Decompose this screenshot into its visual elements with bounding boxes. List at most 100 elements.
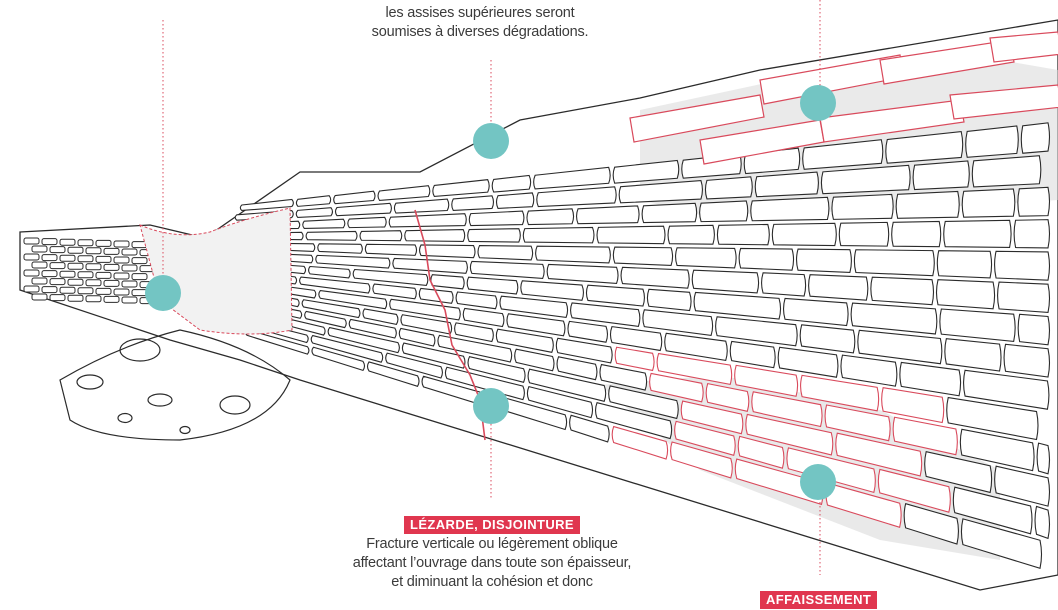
stone <box>42 271 57 277</box>
stone <box>60 239 75 245</box>
stone <box>962 189 1015 217</box>
tag-crack: LÉZARDE, DISJOINTURE <box>404 516 580 534</box>
stone <box>122 265 137 271</box>
stone <box>1018 314 1049 344</box>
stone <box>913 161 969 190</box>
stone <box>96 288 111 294</box>
stone <box>405 230 465 242</box>
caption-line: et diminuant la cohésion et donc <box>300 573 684 592</box>
stone <box>762 273 806 296</box>
caption-crack: LÉZARDE, DISJOINTURE Fracture verticale … <box>300 516 684 592</box>
stone <box>1004 344 1049 377</box>
stone <box>42 239 57 245</box>
stone <box>24 286 39 292</box>
stone <box>86 296 101 302</box>
fallen-stone <box>148 394 172 406</box>
stone <box>42 287 57 293</box>
stone <box>96 240 111 246</box>
stone <box>60 271 75 277</box>
stone <box>365 244 416 255</box>
stone <box>966 126 1019 157</box>
stone <box>96 256 111 262</box>
stone <box>86 280 101 286</box>
stone <box>797 249 852 272</box>
caption-line: les assises supérieures seront <box>330 4 630 23</box>
stone <box>1037 443 1049 474</box>
stone <box>306 231 357 240</box>
stone <box>772 223 836 245</box>
marker-top-courses <box>473 123 509 159</box>
stone <box>78 240 93 246</box>
stone <box>705 177 752 199</box>
stone <box>32 278 47 284</box>
stone <box>944 220 1011 247</box>
stone <box>68 295 83 301</box>
fallen-stone <box>118 414 132 423</box>
stone <box>755 172 818 197</box>
stone <box>348 217 386 227</box>
fallen-stone <box>77 375 103 389</box>
stone <box>613 247 672 265</box>
stone <box>577 206 640 224</box>
stone <box>1021 123 1049 153</box>
stone <box>936 280 994 309</box>
stone <box>42 255 57 261</box>
stone <box>527 209 574 225</box>
stone <box>24 270 39 276</box>
stone <box>60 287 75 293</box>
marker-coping <box>800 85 836 121</box>
stone <box>24 238 39 244</box>
stone <box>995 251 1050 280</box>
stone <box>122 297 137 303</box>
stone <box>892 221 941 246</box>
stone <box>1035 506 1049 538</box>
stone <box>96 272 111 278</box>
stone <box>717 224 769 244</box>
stone <box>642 203 697 222</box>
stone <box>523 227 594 242</box>
stone <box>303 219 345 228</box>
stone <box>104 296 119 302</box>
stone <box>536 246 611 263</box>
stone <box>832 194 893 219</box>
stone <box>132 258 147 264</box>
stone <box>122 281 137 287</box>
stone <box>360 231 402 241</box>
stone <box>114 241 129 247</box>
stone <box>676 248 737 268</box>
stone <box>1018 187 1050 216</box>
stone <box>68 279 83 285</box>
stone <box>871 277 934 305</box>
stone <box>86 248 101 254</box>
stone <box>32 246 47 252</box>
stone <box>972 156 1041 187</box>
stone <box>692 270 758 293</box>
stone <box>809 275 868 301</box>
caption-line: soumises à diverses dégradations. <box>330 23 630 42</box>
stone <box>104 264 119 270</box>
stone <box>700 201 748 222</box>
stone <box>86 264 101 270</box>
stone <box>114 289 129 295</box>
stone <box>496 193 533 208</box>
stone <box>114 257 129 263</box>
stone <box>668 225 714 244</box>
stone <box>32 294 47 300</box>
stone <box>839 222 888 246</box>
stone <box>132 274 147 280</box>
stone <box>60 255 75 261</box>
stone <box>50 279 65 285</box>
stone <box>78 256 93 262</box>
stone <box>937 251 991 278</box>
stone <box>468 229 521 242</box>
stone <box>751 197 829 220</box>
tag-settlement: AFFAISSEMENT <box>760 591 877 609</box>
stone <box>114 273 129 279</box>
marker-crack <box>473 388 509 424</box>
marker-breach <box>145 275 181 311</box>
stone <box>24 254 39 260</box>
stone <box>739 248 793 270</box>
stone <box>854 250 934 276</box>
caption-line: Fracture verticale ou légèrement oblique <box>300 535 684 554</box>
